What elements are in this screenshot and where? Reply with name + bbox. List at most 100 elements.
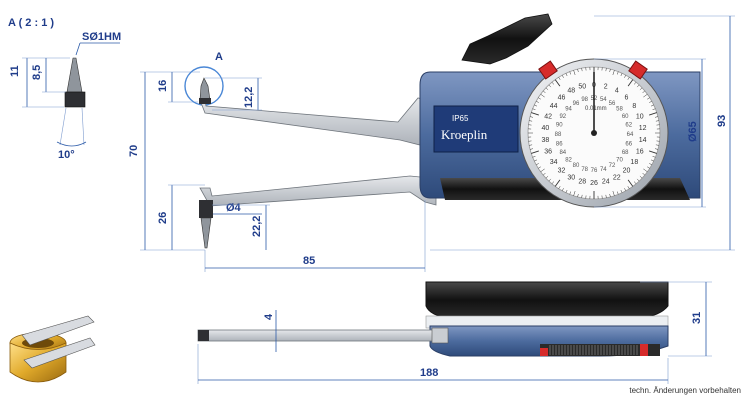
dial-tick bbox=[577, 69, 579, 73]
side-view: 4 31 188 bbox=[197, 281, 712, 384]
dial-tick bbox=[654, 116, 658, 118]
dial-tick bbox=[642, 172, 646, 176]
dim-4: 4 bbox=[263, 313, 275, 320]
tip-3d-view bbox=[9, 315, 96, 383]
dial-number: 46 bbox=[558, 94, 566, 101]
dial-tick bbox=[650, 104, 654, 107]
dial-number: 76 bbox=[591, 168, 598, 174]
dial-number: 68 bbox=[622, 150, 629, 156]
dial-number: 50 bbox=[578, 83, 586, 90]
dial-tick bbox=[531, 150, 539, 154]
dial-tick bbox=[554, 179, 561, 187]
dial-number: 84 bbox=[559, 150, 566, 156]
dial-tick bbox=[540, 94, 545, 98]
dim-phi4: Ø4 bbox=[226, 202, 242, 214]
tip-label: SØ1HM bbox=[82, 31, 121, 43]
dial-number: 24 bbox=[602, 179, 610, 186]
dial-tick bbox=[624, 188, 627, 191]
release-lever bbox=[461, 13, 553, 65]
dial-number: 48 bbox=[567, 88, 575, 95]
probe-collar bbox=[64, 91, 86, 108]
dial-tick bbox=[545, 175, 549, 179]
dim-85: 85 bbox=[303, 255, 315, 267]
dial-tick bbox=[577, 193, 579, 197]
dial-number: 42 bbox=[544, 114, 552, 121]
dial-number: 2 bbox=[604, 83, 608, 90]
side-marker-left bbox=[540, 348, 548, 356]
dial-number: 36 bbox=[544, 148, 552, 155]
dial-tick bbox=[649, 163, 652, 166]
side-marker-right bbox=[640, 344, 648, 356]
tolerance-marker-left[interactable] bbox=[538, 60, 558, 80]
side-probe bbox=[198, 330, 209, 341]
upper-arm bbox=[199, 97, 437, 146]
dial-tick bbox=[561, 188, 564, 191]
dial-tick bbox=[624, 75, 627, 78]
dial-tick bbox=[565, 73, 568, 77]
dial-number: 82 bbox=[565, 157, 572, 163]
dial-tick bbox=[647, 166, 650, 169]
dial-tick bbox=[609, 69, 611, 73]
dial-tick bbox=[538, 166, 541, 169]
dial-number: 32 bbox=[558, 168, 566, 175]
dial-tick bbox=[530, 148, 534, 150]
dial-tick bbox=[538, 97, 541, 100]
dial-tick bbox=[612, 70, 615, 76]
dial-ticks bbox=[528, 67, 660, 199]
side-arm bbox=[197, 329, 443, 342]
dim-70: 70 bbox=[128, 145, 140, 157]
dial-tick bbox=[633, 81, 637, 85]
dial-number: 62 bbox=[625, 123, 632, 129]
dial-tick bbox=[536, 163, 539, 166]
dial-number: 78 bbox=[581, 167, 588, 173]
dial-tick bbox=[561, 75, 564, 78]
dim-31: 31 bbox=[691, 312, 703, 324]
needle-hub bbox=[591, 130, 597, 136]
dial-tick bbox=[529, 144, 533, 146]
dial-tick bbox=[649, 150, 657, 154]
dial-number: 6 bbox=[625, 94, 629, 101]
dial-tick bbox=[529, 120, 533, 122]
upper-probe-tip bbox=[199, 77, 211, 101]
dial-tick bbox=[612, 190, 615, 196]
dial-tick bbox=[531, 112, 539, 116]
dial-tick bbox=[636, 84, 640, 88]
dial-tick bbox=[636, 178, 640, 182]
dial-number: 72 bbox=[609, 163, 616, 169]
dial-tick bbox=[650, 159, 654, 162]
dial-number: 40 bbox=[541, 125, 549, 132]
dial-number: 26 bbox=[590, 180, 598, 187]
dial-tick bbox=[532, 108, 536, 111]
tolerance-marker-right[interactable] bbox=[628, 60, 648, 80]
dial-number: 8 bbox=[632, 103, 636, 110]
side-case-top bbox=[425, 281, 669, 319]
dial-number: 74 bbox=[600, 167, 607, 173]
dial-tick bbox=[627, 79, 634, 87]
dial-tick bbox=[542, 172, 546, 176]
dim-8-5: 8,5 bbox=[31, 65, 43, 80]
dial-number: 92 bbox=[559, 114, 566, 120]
dial-tick bbox=[551, 181, 555, 185]
dial-tick bbox=[605, 68, 607, 72]
detail-title: A ( 2 : 1 ) bbox=[8, 17, 54, 29]
dial-number: 14 bbox=[639, 137, 647, 144]
dial-number: 22 bbox=[613, 174, 621, 181]
dial-tick bbox=[581, 68, 583, 72]
dial-tick bbox=[536, 100, 539, 103]
dial-number: 12 bbox=[639, 125, 647, 132]
upper-probe-collar bbox=[199, 98, 211, 104]
dim-188: 188 bbox=[420, 367, 438, 379]
dial-tick bbox=[633, 181, 637, 185]
dial-tick bbox=[616, 71, 619, 75]
lower-probe-collar bbox=[199, 200, 213, 218]
dial-number: 16 bbox=[636, 148, 644, 155]
footer-note: techn. Änderungen vorbehalten bbox=[629, 386, 741, 395]
dial-tick bbox=[642, 90, 646, 94]
dial-tick bbox=[649, 112, 657, 116]
dial-tick bbox=[652, 108, 656, 111]
probe-tip bbox=[66, 57, 83, 93]
knurled-wheel[interactable] bbox=[540, 344, 660, 356]
dial-tick bbox=[573, 70, 576, 76]
dial-number: 4 bbox=[615, 88, 619, 95]
